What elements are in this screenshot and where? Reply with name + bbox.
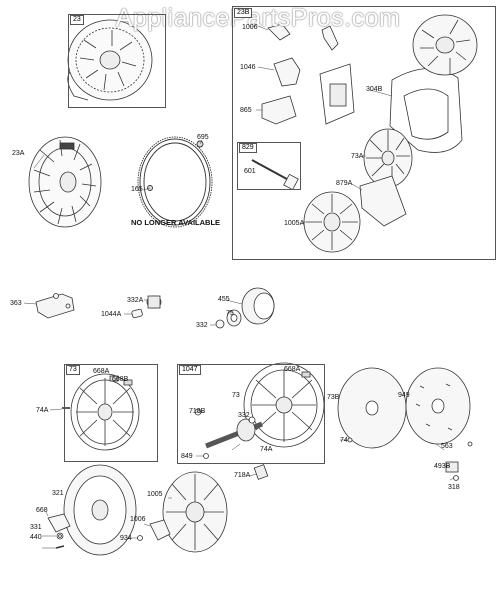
part-label: 74A xyxy=(260,446,273,453)
part-label: 865 xyxy=(240,107,252,114)
part-label: 493B xyxy=(434,463,451,470)
part-label: 363 xyxy=(10,300,22,307)
part-label: 304B xyxy=(366,86,383,93)
screen-plates xyxy=(337,367,473,481)
flywheel-23 xyxy=(67,19,153,101)
bottom-parts xyxy=(47,464,269,556)
part-label: 23A xyxy=(12,150,25,157)
part-label: 1046 xyxy=(240,64,256,71)
part-label: 73 xyxy=(232,392,240,399)
part-label: 668A xyxy=(284,366,301,373)
part-label: 455 xyxy=(218,296,230,303)
blower-housing-parts xyxy=(251,14,478,253)
watermark: AppliancePartsPros.com xyxy=(115,4,401,32)
part-label: 1005A xyxy=(284,220,305,227)
no-longer-available-note: NO LONGER AVAILABLE xyxy=(131,218,221,227)
part-label: 332 xyxy=(196,322,208,329)
part-label: 1005 xyxy=(147,491,163,498)
middle-row-parts xyxy=(35,287,275,329)
part-label: 332 xyxy=(238,412,250,419)
box-label-829: 829 xyxy=(239,143,257,153)
part-label: 318 xyxy=(448,484,460,491)
box-829 xyxy=(237,142,301,190)
part-label: 1006 xyxy=(130,516,146,523)
part-label: 75 xyxy=(226,310,234,317)
part-label: 668B xyxy=(112,376,129,383)
box-23b xyxy=(232,6,496,260)
box-73 xyxy=(64,364,158,462)
box-label-23b: 23B xyxy=(234,8,253,18)
box-1047 xyxy=(177,364,325,464)
part-label: 949 xyxy=(398,392,410,399)
part-label: 1044A xyxy=(101,311,122,318)
part-label: 601 xyxy=(244,168,256,175)
part-label: 73B xyxy=(327,394,340,401)
screen-73 xyxy=(62,373,140,451)
part-label: 165 xyxy=(131,186,143,193)
part-label: 74 xyxy=(340,437,348,444)
part-label: 1006 xyxy=(242,24,258,31)
part-label: 668 xyxy=(36,507,48,514)
part-label: 74A xyxy=(36,407,49,414)
part-label: 332A xyxy=(127,297,144,304)
part-label: 321 xyxy=(52,490,64,497)
box-label-1047: 1047 xyxy=(179,365,201,375)
box-label-23: 23 xyxy=(70,15,84,25)
part-label: 718A xyxy=(234,472,251,479)
box-label-73: 73 xyxy=(66,365,80,375)
part-label: 934 xyxy=(120,535,132,542)
part-label: 879A xyxy=(336,180,353,187)
ring-gear-695 xyxy=(137,136,213,228)
part-label: 440 xyxy=(30,534,42,541)
part-label: 563 xyxy=(441,443,453,450)
leader-lines xyxy=(23,25,455,549)
part-label: 73A xyxy=(351,153,364,160)
flywheel-23a xyxy=(28,136,102,228)
part-label: 668A xyxy=(93,368,110,375)
part-label: 718B xyxy=(189,408,206,415)
part-label: 695 xyxy=(197,134,209,141)
part-label: 849 xyxy=(181,453,193,460)
box-23 xyxy=(68,14,166,108)
part-label: 331 xyxy=(30,524,42,531)
